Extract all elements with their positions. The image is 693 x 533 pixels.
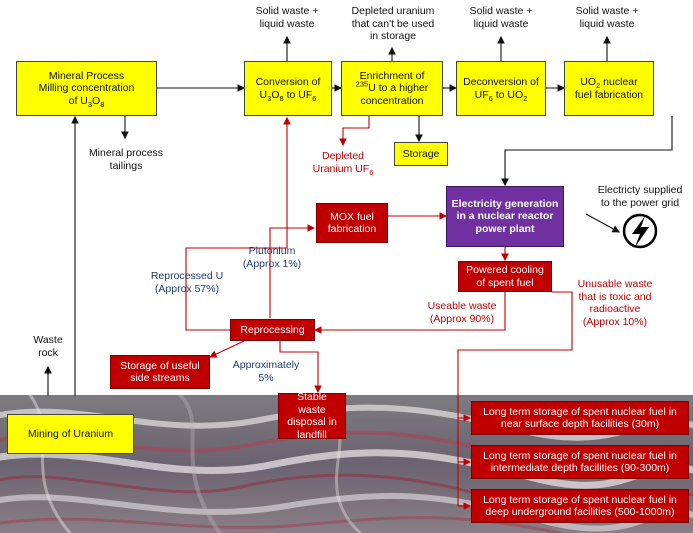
mineral-process-box: Mineral Process Milling concentration of… [16, 61, 157, 116]
conversion-box: Conversion of U3O8 to UF6 [244, 61, 332, 116]
useable-waste-label: Useable waste(Approx 90%) [427, 300, 497, 325]
lightning-bolt-icon [622, 213, 658, 249]
fuel-fabrication-box: UO2 nuclear fuel fabrication [564, 61, 654, 116]
mining-box: Mining of Uranium [7, 414, 134, 454]
waste-label-deconversion: Solid waste +liquid waste [469, 5, 533, 30]
long-term-storage-near-box: Long term storage of spent nuclear fuel … [471, 401, 689, 435]
waste-label-conversion: Solid waste +liquid waste [255, 5, 319, 30]
reprocessing-box: Reprocessing [230, 319, 315, 341]
long-term-storage-deep-box: Long term storage of spent nuclear fuel … [471, 489, 689, 523]
stable-waste-box: Stable waste disposal in landfill [278, 391, 346, 441]
deconversion-box: Deconversion of UF6 to UO2 [456, 61, 546, 116]
mox-fabrication-box: MOX fuel fabrication [316, 203, 388, 243]
electricity-generation-box: Electricity generation in a nuclear reac… [446, 186, 564, 247]
plutonium-label: Plutonium(Approx 1%) [242, 245, 302, 270]
waste-label-fabrication: Solid waste +liquid waste [575, 5, 639, 30]
reprocessed-u-label: Reprocessed U(Approx 57%) [150, 270, 224, 295]
powered-cooling-box: Powered cooling of spent fuel [458, 261, 552, 292]
enrichment-box: Enrichment of 235U to a higher concentra… [341, 61, 443, 116]
long-term-storage-intermediate-box: Long term storage of spent nuclear fuel … [471, 445, 689, 479]
side-streams-box: Storage of useful side streams [110, 355, 210, 389]
storage-box: Storage [394, 142, 448, 166]
